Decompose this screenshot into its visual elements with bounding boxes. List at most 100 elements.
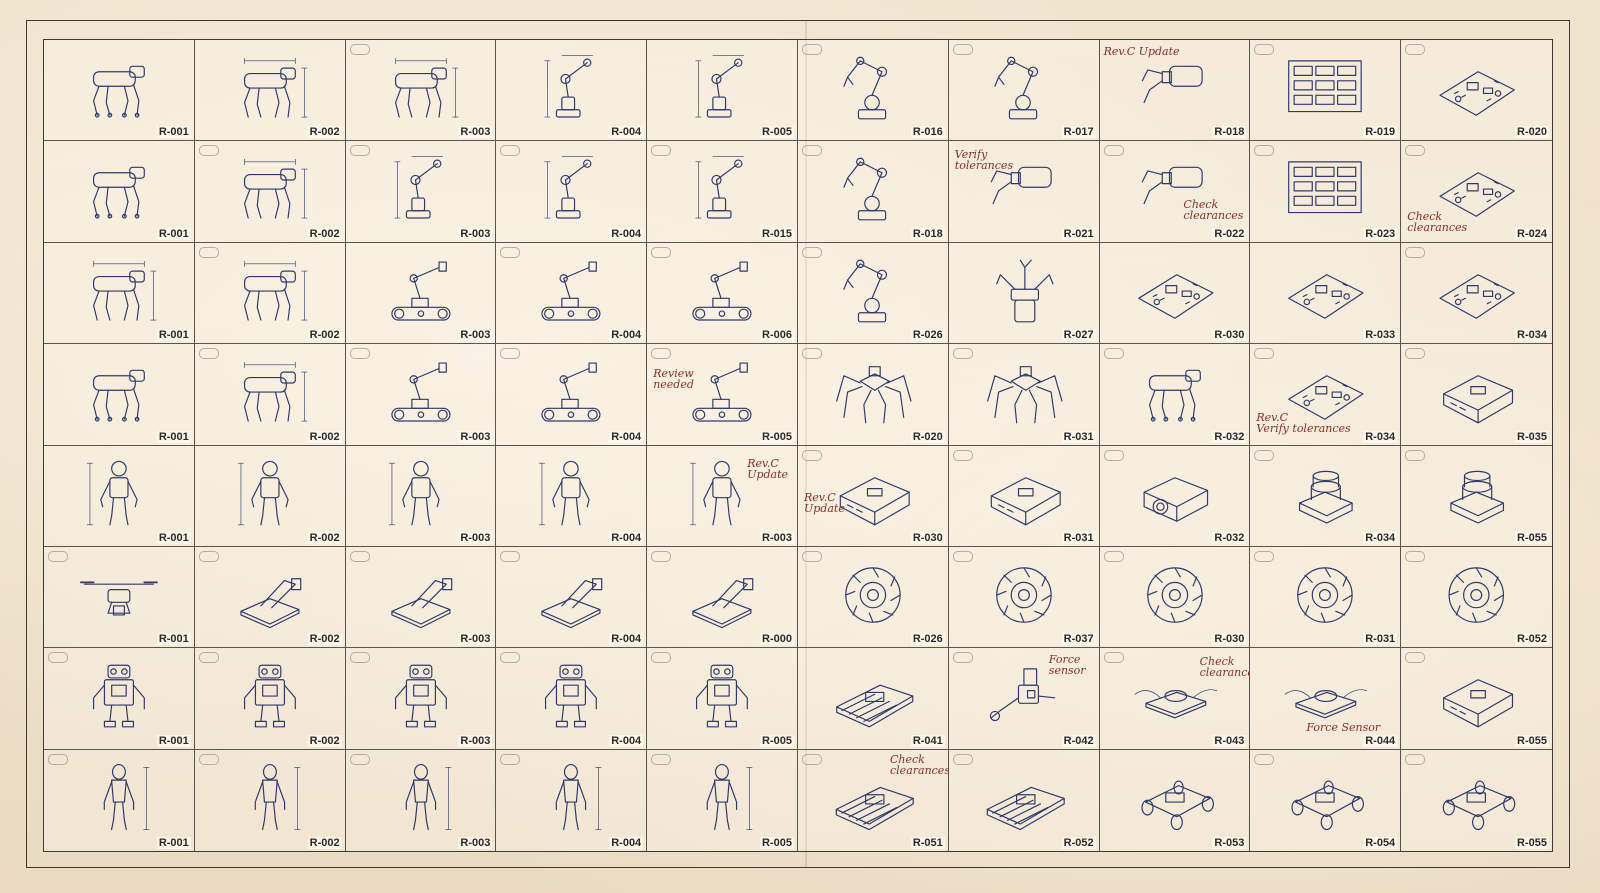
handwritten-note: Check clearances xyxy=(1199,655,1250,680)
part-code: R-003 xyxy=(458,430,493,443)
handwritten-note: Force Sensor xyxy=(1306,721,1381,735)
part-code: R-031 xyxy=(1363,633,1398,646)
industrial-arm-icon xyxy=(843,259,888,323)
part-cell: R-052 xyxy=(948,749,1100,851)
part-code: R-001 xyxy=(156,633,191,646)
revision-tag xyxy=(802,550,822,562)
revision-tag xyxy=(802,145,822,157)
revision-tag xyxy=(1254,44,1275,55)
part-code: R-002 xyxy=(307,126,342,139)
robot-arm-dimensioned-icon xyxy=(544,55,594,118)
handwritten-note: Check clearances xyxy=(1183,198,1244,223)
part-code: R-024 xyxy=(1515,227,1549,240)
revision-tag xyxy=(952,550,973,562)
part-cell: R-027 xyxy=(948,242,1100,345)
slim-humanoid-icon xyxy=(405,763,451,830)
circuit-board-icon xyxy=(1439,273,1516,319)
revision-tag xyxy=(500,652,521,664)
part-cell: R-033 xyxy=(1250,242,1402,345)
part-cell: R-020 xyxy=(798,344,949,446)
part-code: R-032 xyxy=(1212,430,1247,443)
revision-tag xyxy=(48,550,68,562)
revision-tag xyxy=(1405,246,1426,258)
revision-tag xyxy=(48,652,68,664)
part-cell: R-004 xyxy=(496,648,648,750)
part-code: R-027 xyxy=(1061,329,1096,342)
part-cell: R-053 xyxy=(1099,749,1251,851)
part-code: R-022 xyxy=(1212,227,1247,240)
revision-tag xyxy=(1405,753,1426,765)
slim-humanoid-icon xyxy=(556,763,602,830)
tank-chassis-icon xyxy=(835,786,914,830)
part-cell: R-026 xyxy=(798,546,949,649)
part-cell: R-004 xyxy=(496,344,648,446)
revision-tag xyxy=(198,246,219,258)
parts-grid: R-001 R-002 R-003 R-004 R-005 R-016 R-01… xyxy=(43,39,1553,852)
part-cell: R-030 xyxy=(1099,242,1251,345)
part-cell: R-003 xyxy=(345,749,497,851)
dog-robot-dimensioned-icon xyxy=(92,260,157,321)
part-cell: R-001 xyxy=(44,648,195,750)
part-code: R-001 xyxy=(156,329,191,342)
part-cell: R-052 xyxy=(1401,546,1552,649)
part-code: R-044 xyxy=(1363,734,1398,747)
part-code: R-002 xyxy=(307,837,342,849)
circuit-board-icon xyxy=(1439,172,1516,218)
revision-tag xyxy=(952,753,973,765)
part-code: R-003 xyxy=(458,531,493,544)
part-code: R-003 xyxy=(458,734,493,747)
revision-tag xyxy=(198,145,219,157)
part-cell: R-037 xyxy=(948,546,1100,649)
part-code: R-035 xyxy=(1515,430,1549,443)
handwritten-note: Rev.C Update xyxy=(1103,45,1180,58)
part-cell: R-026 xyxy=(798,242,949,345)
tracked-arm-icon xyxy=(692,362,752,422)
part-code: R-003 xyxy=(458,633,493,646)
desk-arm-icon xyxy=(240,578,302,629)
part-cell: R-031 xyxy=(1250,546,1402,649)
revision-tag xyxy=(1405,550,1426,562)
dog-robot-icon xyxy=(92,369,145,422)
part-code: R-001 xyxy=(156,734,191,747)
revision-tag xyxy=(1254,145,1275,157)
revision-tag xyxy=(802,44,822,55)
part-code: R-021 xyxy=(1061,227,1096,240)
hexapod-icon xyxy=(986,366,1063,424)
dog-robot-icon xyxy=(1148,369,1201,422)
revision-tag xyxy=(1254,753,1275,765)
part-code: R-054 xyxy=(1363,837,1398,849)
part-cell: R-003 xyxy=(345,445,497,547)
part-code: R-002 xyxy=(307,531,342,544)
part-cell: R-018 xyxy=(798,141,949,243)
part-cell: R-003 xyxy=(345,546,497,649)
part-cell: R-017 xyxy=(948,40,1100,142)
industrial-arm-icon xyxy=(843,56,888,120)
part-code: R-004 xyxy=(609,837,644,849)
handwritten-note: Force sensor xyxy=(1048,653,1086,678)
part-cell: R-004 xyxy=(496,546,648,649)
revision-tag xyxy=(1405,44,1426,55)
revision-tag xyxy=(349,44,370,55)
wheeled-chassis-icon xyxy=(1443,780,1516,830)
claw-gripper-icon xyxy=(995,259,1054,323)
revision-tag xyxy=(952,348,973,360)
mecanum-wheel-icon xyxy=(845,567,901,623)
part-code: R-031 xyxy=(1061,430,1096,443)
industrial-arm-icon xyxy=(843,158,888,221)
part-cell: R-055 xyxy=(1401,445,1552,547)
sensor-puck-icon xyxy=(1285,689,1368,719)
sensor-puck-icon xyxy=(1134,689,1217,719)
revision-tag xyxy=(1103,449,1124,461)
revision-tag xyxy=(651,246,672,258)
part-code: R-002 xyxy=(307,329,342,342)
part-code: R-004 xyxy=(609,430,644,443)
part-cell: R-001 xyxy=(44,445,195,547)
humanoid-icon xyxy=(388,460,440,525)
part-code: R-055 xyxy=(1515,734,1549,747)
revision-tag xyxy=(952,449,973,461)
part-code: R-001 xyxy=(156,430,191,443)
